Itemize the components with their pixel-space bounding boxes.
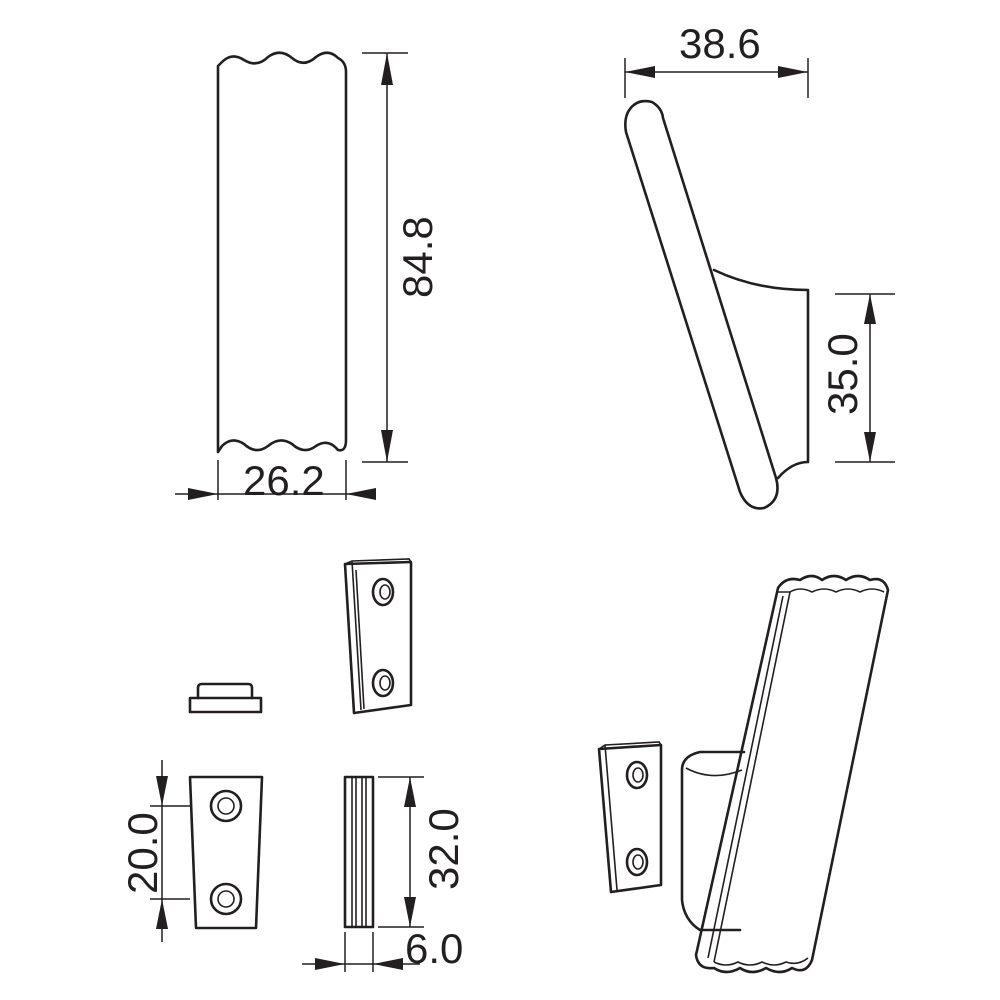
plate-hole-bottom-iso xyxy=(371,668,395,698)
assembly-isometric xyxy=(597,574,890,974)
dimension-front-width: 26.2 xyxy=(175,457,376,504)
plate-side-view xyxy=(343,775,375,929)
plate-outline xyxy=(188,775,264,930)
plate-top-view xyxy=(188,682,263,714)
dimension-label-6-0: 6.0 xyxy=(405,925,463,972)
dimension-plate-side-height: 32.0 xyxy=(378,776,467,928)
dimension-label-20-0: 20.0 xyxy=(119,812,166,894)
plate-isometric xyxy=(343,558,413,715)
plate-front-view xyxy=(188,775,264,930)
dimension-front-height: 84.8 xyxy=(362,52,441,463)
dimension-side-base: 35.0 xyxy=(819,293,895,463)
side-view-arm xyxy=(624,99,779,510)
side-view xyxy=(624,99,810,510)
dimension-label-32-0: 32.0 xyxy=(420,808,467,890)
front-view-outline xyxy=(216,51,348,454)
dimension-label-35-0: 35.0 xyxy=(819,333,866,415)
front-view xyxy=(216,51,348,454)
plate-hole-top xyxy=(209,789,243,823)
dimension-plate-thickness: 6.0 xyxy=(302,925,463,972)
dimension-plate-height: 20.0 xyxy=(119,760,190,942)
assembly-hook-plate xyxy=(694,574,890,974)
dimension-label-38-6: 38.6 xyxy=(679,20,761,67)
plate-side-outline xyxy=(343,775,375,929)
plate-hole-bottom xyxy=(209,882,243,916)
plate-hole-top-iso xyxy=(371,577,395,607)
dimension-side-projection: 38.6 xyxy=(624,20,809,98)
dimension-label-84-8: 84.8 xyxy=(394,216,441,298)
side-view-bracket xyxy=(712,268,810,480)
dimension-label-26-2: 26.2 xyxy=(243,457,325,504)
